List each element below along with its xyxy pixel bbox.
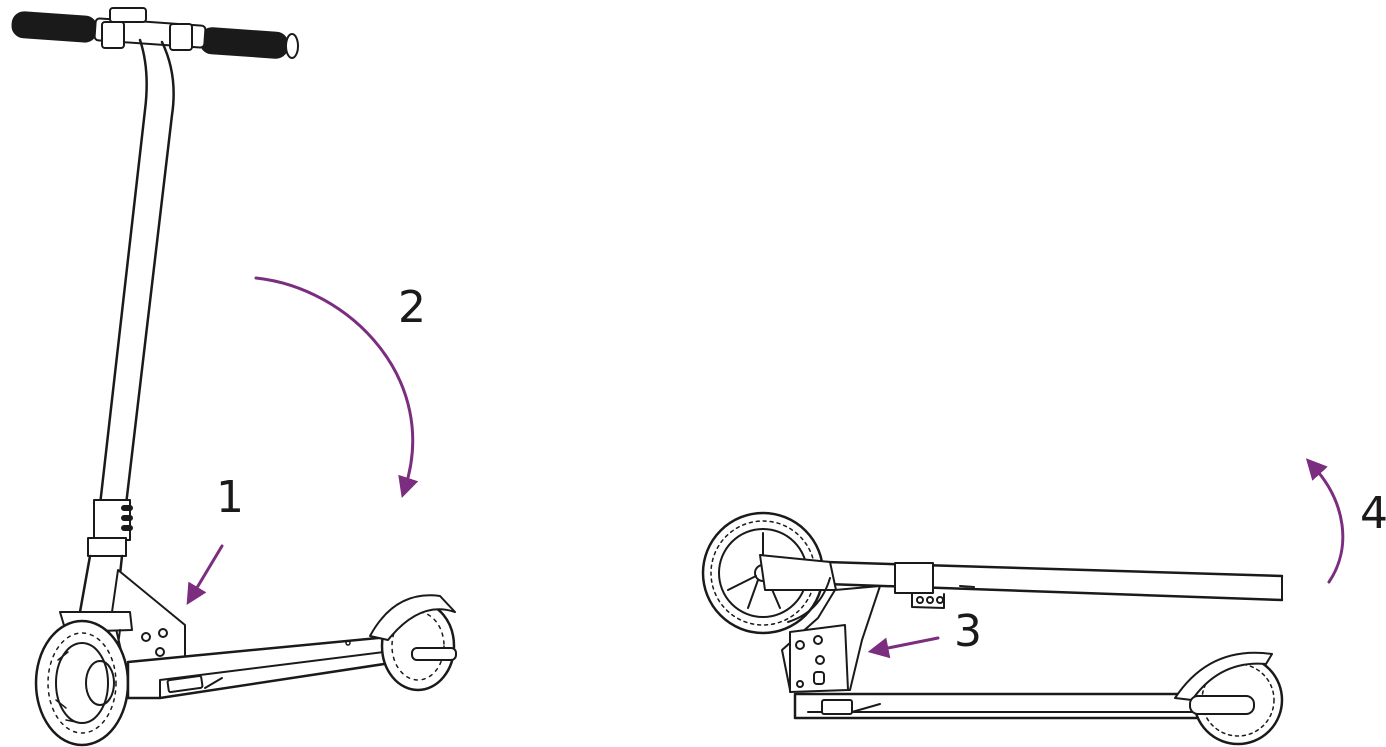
step-arrows: [186, 276, 1345, 659]
folded-scooter: [701, 511, 1284, 746]
stem: [78, 38, 175, 614]
arrow-step-4: [1305, 458, 1345, 584]
arrow-step-2: [254, 276, 419, 498]
front-wheel: [34, 619, 130, 747]
step-label-4: 4: [1360, 488, 1386, 539]
step-label-2: 2: [398, 282, 426, 333]
folded-rear-wheel: [1174, 651, 1284, 746]
step-label-3: 3: [954, 606, 982, 657]
unfolded-scooter: [11, 7, 457, 747]
folded-joint: [781, 585, 881, 693]
handlebar: [11, 7, 299, 59]
step-label-1: 1: [216, 472, 244, 523]
folded-front-wheel: [701, 511, 837, 635]
rear-wheel: [369, 594, 457, 692]
arrow-step-1: [186, 544, 224, 606]
step-labels: 1 2 3 4: [216, 282, 1386, 657]
folded-stem: [758, 558, 1284, 609]
arrow-step-3: [867, 636, 940, 659]
